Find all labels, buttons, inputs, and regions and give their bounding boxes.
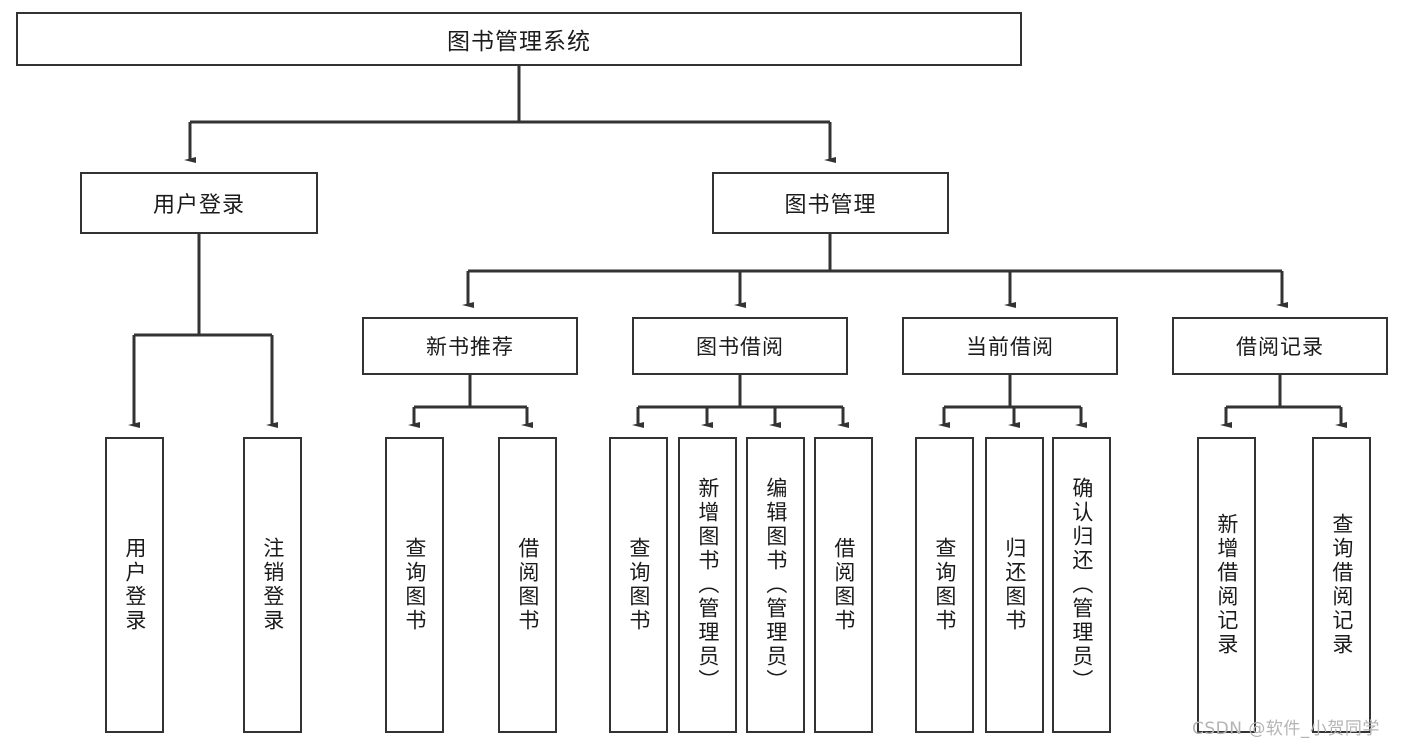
node-label: 查询图书 — [626, 537, 651, 633]
node-label: 编辑图书（管理员） — [763, 477, 788, 693]
node-borrow-record[interactable]: 借阅记录 — [1172, 317, 1388, 375]
leaf-borrow-add-book-admin[interactable]: 新增图书（管理员） — [678, 437, 737, 733]
node-label: 当前借阅 — [966, 335, 1054, 359]
node-label: 图书管理 — [784, 193, 877, 218]
node-book-management[interactable]: 图书管理 — [712, 172, 949, 234]
node-label: 查询图书 — [402, 537, 427, 633]
leaf-user-login[interactable]: 用户登录 — [105, 437, 164, 733]
csdn-watermark: CSDN @软件_小贺同学 — [1192, 719, 1380, 739]
node-label: 新增借阅记录 — [1214, 513, 1239, 657]
node-user-login[interactable]: 用户登录 — [80, 172, 318, 234]
leaf-user-logout[interactable]: 注销登录 — [243, 437, 302, 733]
node-label: 用户登录 — [122, 537, 147, 633]
leaf-borrow-query-book[interactable]: 查询图书 — [609, 437, 668, 733]
node-label: 注销登录 — [260, 537, 285, 633]
leaf-current-confirm-return-admin[interactable]: 确认归还（管理员） — [1052, 437, 1111, 733]
leaf-recommend-query-book[interactable]: 查询图书 — [385, 437, 444, 733]
leaf-record-add-borrow-record[interactable]: 新增借阅记录 — [1197, 437, 1256, 733]
node-book-borrow[interactable]: 图书借阅 — [632, 317, 848, 375]
node-current-borrow[interactable]: 当前借阅 — [902, 317, 1118, 375]
node-new-book-recommend[interactable]: 新书推荐 — [362, 317, 578, 375]
leaf-borrow-borrow-book[interactable]: 借阅图书 — [814, 437, 873, 733]
node-label: 确认归还（管理员） — [1069, 477, 1094, 693]
leaf-recommend-borrow-book[interactable]: 借阅图书 — [498, 437, 557, 733]
node-label: 新增图书（管理员） — [695, 477, 720, 693]
node-label: 图书管理系统 — [447, 29, 591, 55]
node-label: 借阅图书 — [831, 537, 856, 633]
leaf-current-return-book[interactable]: 归还图书 — [985, 437, 1044, 733]
node-label: 查询借阅记录 — [1329, 513, 1354, 657]
node-label: 图书借阅 — [696, 335, 784, 359]
leaf-current-query-book[interactable]: 查询图书 — [915, 437, 974, 733]
node-label: 借阅图书 — [515, 537, 540, 633]
node-label: 查询图书 — [932, 537, 957, 633]
leaf-record-query-borrow-record[interactable]: 查询借阅记录 — [1312, 437, 1371, 733]
node-root-library-system[interactable]: 图书管理系统 — [16, 12, 1022, 66]
node-label: 归还图书 — [1002, 537, 1027, 633]
node-label: 借阅记录 — [1236, 335, 1324, 359]
node-label: 用户登录 — [152, 193, 245, 218]
node-label: 新书推荐 — [426, 335, 514, 359]
leaf-borrow-edit-book-admin[interactable]: 编辑图书（管理员） — [746, 437, 805, 733]
